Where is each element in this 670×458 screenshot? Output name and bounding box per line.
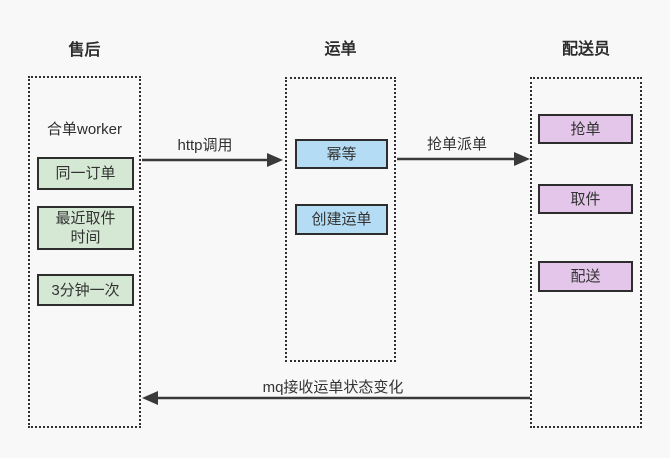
node-grab-order: 抢单 [538,114,633,144]
lane-waybill [285,77,396,362]
node-create-waybill: 创建运单 [295,204,388,235]
arrow-grab-dispatch [397,152,530,166]
arrow-label-mq-status: mq接收运单状态变化 [262,379,404,396]
arrow-label-grab-dispatch: 抢单派单 [426,136,487,153]
node-delivery: 配送 [538,261,633,292]
merge-worker-label: 合单worker [46,120,122,138]
arrow-label-http-call: http调用 [177,137,233,154]
node-same-order: 同一订单 [37,157,134,190]
node-every-3-min: 3分钟一次 [37,274,134,306]
lane-after-sales [28,76,141,428]
node-latest-pickup-time: 最近取件时间 [37,206,134,250]
arrow-http-call [142,153,283,167]
lane-title-waybill: 运单 [324,41,357,58]
lane-courier [530,77,642,428]
lane-title-courier: 配送员 [561,41,610,58]
lane-title-after-sales: 售后 [68,42,101,59]
node-pickup: 取件 [538,184,633,214]
node-idempotent: 幂等 [295,139,388,169]
